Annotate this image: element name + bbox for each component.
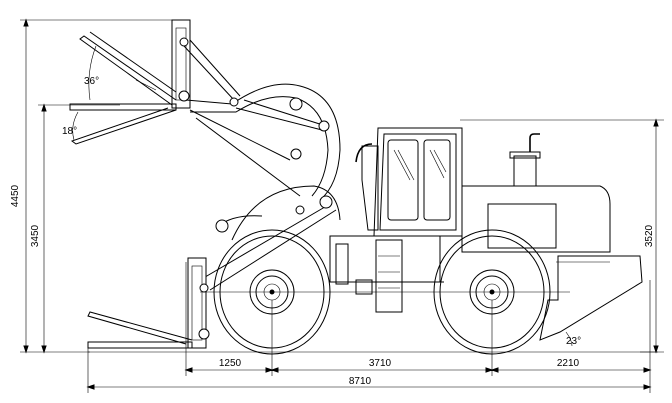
dim-rear-overhang: 2210 bbox=[557, 358, 580, 369]
dim-cab-height: 3520 bbox=[644, 224, 655, 247]
dim-total-length: 8710 bbox=[349, 376, 372, 387]
fork-raised bbox=[69, 19, 191, 145]
boom-arms bbox=[183, 39, 341, 291]
dim-front-overhang: 1250 bbox=[219, 358, 242, 369]
dim-total-height: 4450 bbox=[10, 184, 21, 207]
angle-departure: 23° bbox=[566, 336, 581, 347]
angle-tilt-mid: 18° bbox=[62, 126, 77, 137]
dim-wheelbase: 3710 bbox=[369, 358, 392, 369]
chassis bbox=[329, 235, 444, 313]
dimension-lines bbox=[20, 18, 664, 393]
dimension-labels: 4450 3450 3520 1250 3710 2210 8710 36° 1… bbox=[10, 76, 655, 387]
engine-body bbox=[461, 133, 643, 347]
operator-cab bbox=[355, 127, 463, 237]
angle-tilt-top: 36° bbox=[84, 76, 99, 87]
fork-lowered bbox=[87, 257, 210, 349]
dim-lift-height: 3450 bbox=[30, 224, 41, 247]
